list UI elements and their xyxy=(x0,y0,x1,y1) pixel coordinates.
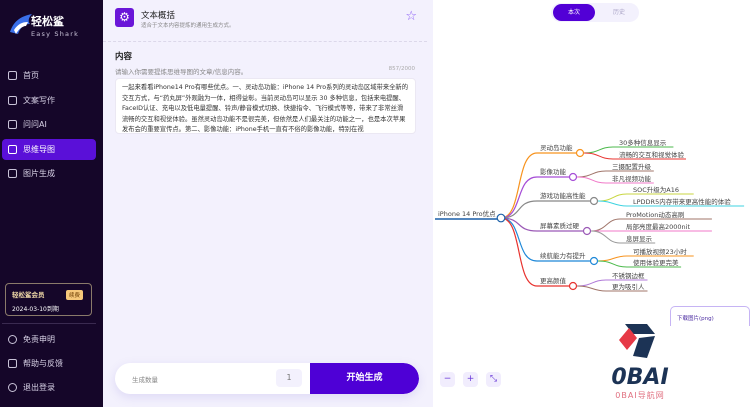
leaf-node: 流畅的交互和视觉体验 xyxy=(619,150,685,159)
content-textarea[interactable]: 一起来看看iPhone14 Pro有哪些优点。一、灵动岛功能：iPhone 14… xyxy=(115,78,416,134)
root-node: iPhone 14 Pro优点 xyxy=(438,209,496,218)
sidebar: 轻松鲨 Easy Shark 首页 文案写作 问问AI 思维导图 图片生成 轻松… xyxy=(0,0,103,407)
leaf-node: 30多种信息显示 xyxy=(619,138,667,147)
sidebar-item-copywriting[interactable]: 文案写作 xyxy=(2,90,96,111)
editor-panel: ⚙ 文本概括 适合于文本内容提炼的通用生成方式。 ☆ 内容 请输入你需要提炼思维… xyxy=(103,0,427,407)
leaf-node: 息屏显示 xyxy=(626,234,653,243)
tool-description: 适合于文本内容提炼的通用生成方式。 xyxy=(141,23,235,29)
brand-subtitle: Easy Shark xyxy=(31,30,80,38)
generate-button[interactable]: 开始生成 xyxy=(310,363,419,394)
home-icon xyxy=(8,71,17,80)
chat-icon xyxy=(8,120,17,129)
branch-node: 更高颜值 xyxy=(540,276,567,285)
branch-toggle xyxy=(568,281,578,291)
leaf-edge xyxy=(597,200,745,207)
leaf-node: 更为吸引人 xyxy=(612,282,645,291)
sidebar-item-label: 退出登录 xyxy=(23,383,55,392)
content-hint: 请输入你需要提炼思维导图的文章/信息内容。 xyxy=(115,68,248,76)
sidebar-item-feedback[interactable]: 帮助与反馈 xyxy=(2,353,96,374)
svg-text:0BAI: 0BAI xyxy=(611,365,668,390)
gear-icon: ⚙ xyxy=(115,8,134,27)
branch-edge xyxy=(500,217,569,287)
watermark-logo: 0BAI 0BAI导航网 xyxy=(611,324,669,400)
leaf-node: ProMotion动态高刷 xyxy=(626,210,684,219)
membership-title: 轻松鲨会员 xyxy=(12,291,45,299)
tab-current[interactable]: 本次 xyxy=(553,4,595,21)
leaf-node: 可播放视频23小时 xyxy=(633,247,687,256)
leaf-edge xyxy=(576,176,654,184)
svg-text:0BAI导航网: 0BAI导航网 xyxy=(615,390,664,400)
branch-node: 游戏功能高性能 xyxy=(540,191,586,200)
branch-edge xyxy=(500,152,576,219)
feedback-icon xyxy=(8,359,17,368)
root-toggle xyxy=(496,213,506,223)
leaf-node: 局部亮度最高2000nit xyxy=(626,222,690,231)
mindmap-canvas: 本次 历史 下载图片(png) − + ⤡ xyxy=(427,0,750,407)
sidebar-item-logout[interactable]: 退出登录 xyxy=(2,377,96,398)
sidebar-item-image-gen[interactable]: 图片生成 xyxy=(2,163,96,184)
brand-name: 轻松鲨 xyxy=(31,15,64,28)
renew-badge[interactable]: 续费 xyxy=(65,290,83,300)
branch-toggle xyxy=(589,256,599,266)
leaf-node: 不锈钢边框 xyxy=(612,271,645,280)
membership-expiry: 2024-03-10到期 xyxy=(12,306,59,313)
branch-node: 灵动岛功能 xyxy=(540,143,573,152)
branch-edge xyxy=(500,217,583,232)
sidebar-item-home[interactable]: 首页 xyxy=(2,65,96,86)
branch-node: 续航能力有提升 xyxy=(540,251,586,260)
char-count: 857/2000 xyxy=(388,66,415,72)
leaf-edge xyxy=(583,152,686,160)
branch-node: 影像功能 xyxy=(540,167,567,176)
leaf-node: 三摄配置升级 xyxy=(612,162,652,171)
tab-history[interactable]: 历史 xyxy=(612,9,625,16)
document-icon xyxy=(8,96,17,105)
leaf-edge xyxy=(590,230,656,244)
info-icon xyxy=(8,335,17,344)
divider xyxy=(2,323,96,324)
branch-toggle xyxy=(589,196,599,206)
generate-bar: 生成数量 1 开始生成 xyxy=(115,363,419,394)
view-toggle: 本次 历史 xyxy=(551,3,639,22)
branch-toggle xyxy=(582,226,592,236)
power-icon xyxy=(8,383,17,392)
sidebar-item-ask-ai[interactable]: 问问AI xyxy=(2,114,96,135)
leaf-node: LPDDR5内存带来更高性能的体验 xyxy=(633,197,731,206)
zoom-out-icon[interactable]: − xyxy=(440,372,455,387)
branch-node: 屏幕素质过硬 xyxy=(540,221,580,230)
leaf-edge xyxy=(576,285,648,292)
sidebar-item-mindmap[interactable]: 思维导图 xyxy=(2,139,96,160)
branch-edge xyxy=(500,176,569,219)
count-input[interactable]: 1 xyxy=(276,369,302,387)
sidebar-item-disclaimer[interactable]: 免责申明 xyxy=(2,329,96,350)
zoom-in-icon[interactable]: + xyxy=(463,372,478,387)
sidebar-item-label: 文案写作 xyxy=(23,96,55,105)
sidebar-item-label: 问问AI xyxy=(23,120,47,129)
sidebar-item-label: 图片生成 xyxy=(23,169,55,178)
tool-title: 文本概括 xyxy=(141,11,176,21)
sidebar-item-label: 帮助与反馈 xyxy=(23,359,63,368)
membership-card[interactable]: 轻松鲨会员 2024-03-10到期 续费 xyxy=(5,283,92,316)
fit-screen-icon[interactable]: ⤡ xyxy=(486,372,501,387)
content-title: 内容 xyxy=(115,52,133,62)
shark-logo xyxy=(10,14,32,34)
count-label: 生成数量 xyxy=(132,376,158,384)
mindmap-icon xyxy=(8,145,17,154)
branch-edge xyxy=(500,200,590,219)
sidebar-item-label: 免责申明 xyxy=(23,335,55,344)
branch-toggle xyxy=(575,148,585,158)
image-icon xyxy=(8,169,17,178)
sidebar-item-label: 思维导图 xyxy=(23,145,55,154)
star-icon[interactable]: ☆ xyxy=(405,9,417,24)
branch-toggle xyxy=(568,172,578,182)
sidebar-item-label: 首页 xyxy=(23,71,39,80)
leaf-edge xyxy=(597,260,682,268)
leaf-node: 使用体验更完美 xyxy=(633,258,679,267)
leaf-node: SOC升级为A16 xyxy=(633,185,679,194)
leaf-node: 非凡视频功能 xyxy=(612,174,652,183)
divider xyxy=(103,41,427,42)
